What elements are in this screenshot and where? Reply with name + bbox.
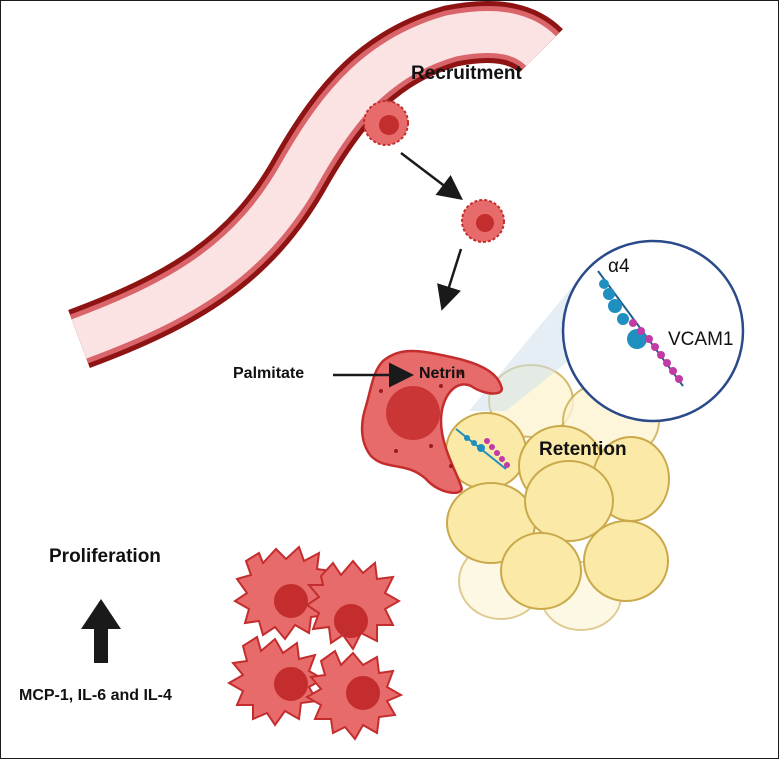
adipocyte-cluster xyxy=(445,364,670,631)
recruitment-label: Recruitment xyxy=(411,63,522,84)
cytokines-label: MCP-1, IL-6 and IL-4 xyxy=(19,687,172,704)
recruitment-arrow-2 xyxy=(437,248,463,311)
proliferation-label: Proliferation xyxy=(49,546,161,567)
blood-vessel xyxy=(68,1,563,369)
integrin-vcam1-binding-small xyxy=(455,428,510,470)
monocyte-in-vessel xyxy=(363,100,409,146)
palmitate-label: Palmitate xyxy=(233,365,305,382)
netrin-label: Netrin xyxy=(419,365,466,382)
proliferating-macrophages xyxy=(226,545,404,741)
alpha4-label: α4 xyxy=(608,256,630,277)
retention-label: Retention xyxy=(539,439,627,460)
proliferation-up-arrow xyxy=(81,599,121,663)
recruitment-arrow-1 xyxy=(400,152,463,201)
zoom-circle xyxy=(561,239,745,423)
vcam1-label: VCAM1 xyxy=(668,329,734,350)
migrating-monocyte xyxy=(461,199,505,243)
